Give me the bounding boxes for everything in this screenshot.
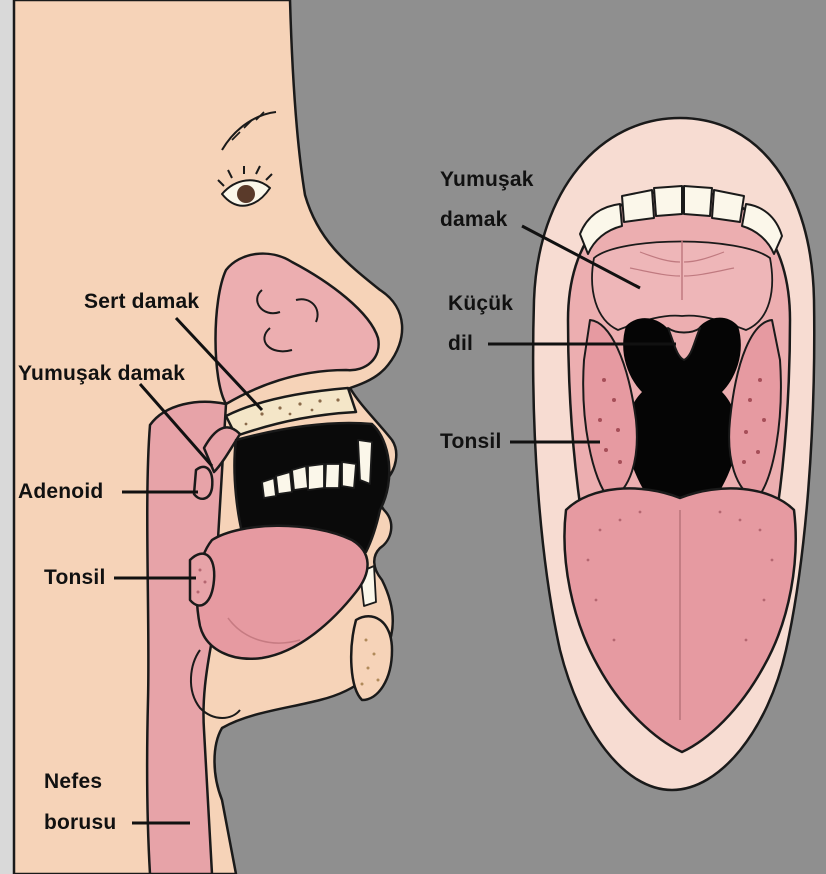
label-tonsil: Tonsil [44,566,105,590]
left-margin-strip [0,0,14,874]
label-front-tonsil: Tonsil [440,430,501,454]
label-uvula-line1: Küçük [448,292,513,316]
front-view-illustration [488,118,814,790]
label-uvula-line2: dil [448,332,473,356]
label-hard-palate: Sert damak [84,290,199,314]
side-view-illustration [14,0,402,874]
side-tonsil [190,554,214,606]
label-soft-palate: Yumuşak damak [18,362,185,386]
label-trachea-line2: borusu [44,811,116,835]
label-front-soft-palate-line1: Yumuşak [440,168,534,192]
label-trachea-line1: Nefes [44,770,102,794]
label-adenoid: Adenoid [18,480,103,504]
label-front-soft-palate-line2: damak [440,208,508,232]
lower-lip [351,616,392,700]
side-adenoid [194,467,212,499]
